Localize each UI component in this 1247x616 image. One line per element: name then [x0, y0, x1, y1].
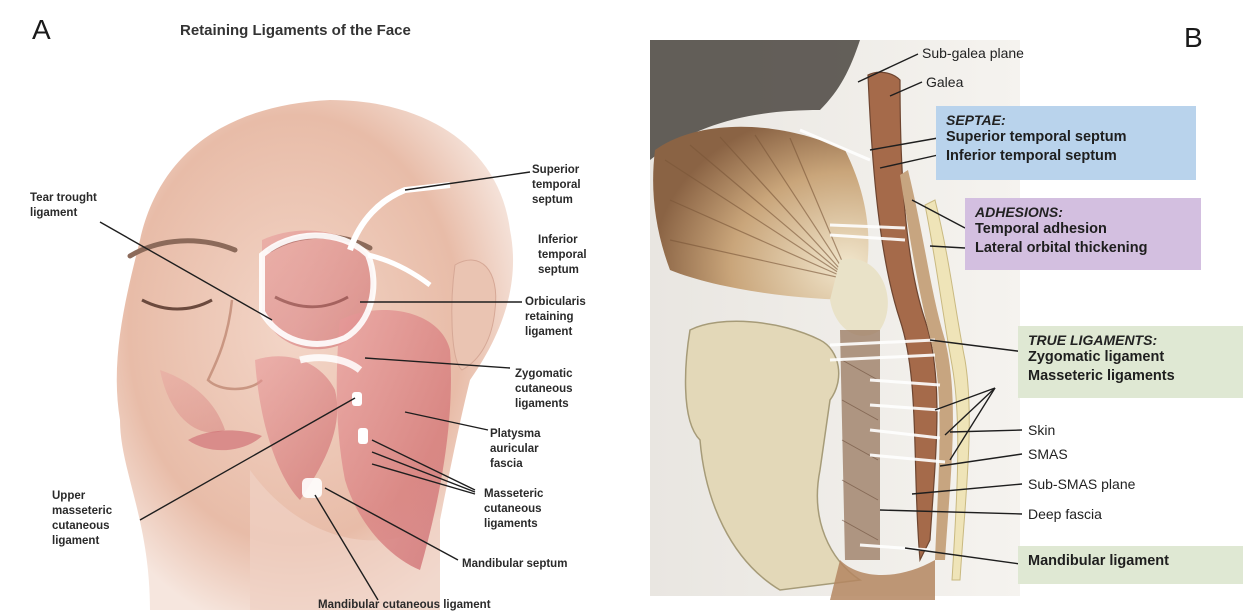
label-upper-masseteric-cutaneous-ligament: Upper masseteric cutaneous ligament — [52, 489, 112, 549]
true-ligaments-title: TRUE LIGAMENTS: — [1028, 332, 1233, 348]
label-smas: SMAS — [1028, 446, 1068, 462]
mandibular-ligament-box: Mandibular ligament — [1018, 546, 1243, 584]
adhesions-item: Temporal adhesion — [975, 220, 1191, 239]
true-ligaments-item: Zygomatic ligament — [1028, 348, 1233, 367]
label-zygomatic-cutaneous-ligaments: Zygomatic cutaneous ligaments — [515, 367, 573, 412]
label-sub-galea-plane: Sub-galea plane — [922, 45, 1024, 61]
face-illustration — [117, 100, 513, 610]
true-ligaments-item: Masseteric ligaments — [1028, 367, 1233, 386]
septae-item: Inferior temporal septum — [946, 147, 1186, 166]
panel-b-letter: B — [1184, 22, 1203, 54]
label-mandibular-cutaneous-ligament: Mandibular cutaneous ligament — [318, 598, 491, 613]
label-mandibular-septum: Mandibular septum — [462, 557, 567, 572]
label-deep-fascia: Deep fascia — [1028, 506, 1102, 522]
adhesions-box: ADHESIONS: Temporal adhesion Lateral orb… — [965, 198, 1201, 270]
label-platysma-auricular-fascia: Platysma auricular fascia — [490, 427, 541, 472]
adhesions-title: ADHESIONS: — [975, 204, 1191, 220]
septae-item: Superior temporal septum — [946, 128, 1186, 147]
label-tear-trough-ligament: Tear trought ligament — [30, 191, 97, 221]
adhesions-item: Lateral orbital thickening — [975, 239, 1191, 258]
label-skin: Skin — [1028, 422, 1055, 438]
panel-a-title: Retaining Ligaments of the Face — [180, 22, 411, 39]
label-galea: Galea — [926, 74, 963, 90]
septae-box: SEPTAE: Superior temporal septum Inferio… — [936, 106, 1196, 180]
true-ligaments-box: TRUE LIGAMENTS: Zygomatic ligament Masse… — [1018, 326, 1243, 398]
label-sub-smas-plane: Sub-SMAS plane — [1028, 476, 1135, 492]
label-superior-temporal-septum: Superior temporal septum — [532, 163, 581, 208]
panel-a-letter: A — [32, 14, 51, 46]
septae-title: SEPTAE: — [946, 112, 1186, 128]
label-masseteric-cutaneous-ligaments: Masseteric cutaneous ligaments — [484, 487, 543, 532]
label-orbicularis-retaining-ligament: Orbicularis retaining ligament — [525, 295, 586, 340]
label-inferior-temporal-septum: Inferior temporal septum — [538, 233, 587, 278]
mandibular-ligament-label: Mandibular ligament — [1028, 552, 1233, 571]
